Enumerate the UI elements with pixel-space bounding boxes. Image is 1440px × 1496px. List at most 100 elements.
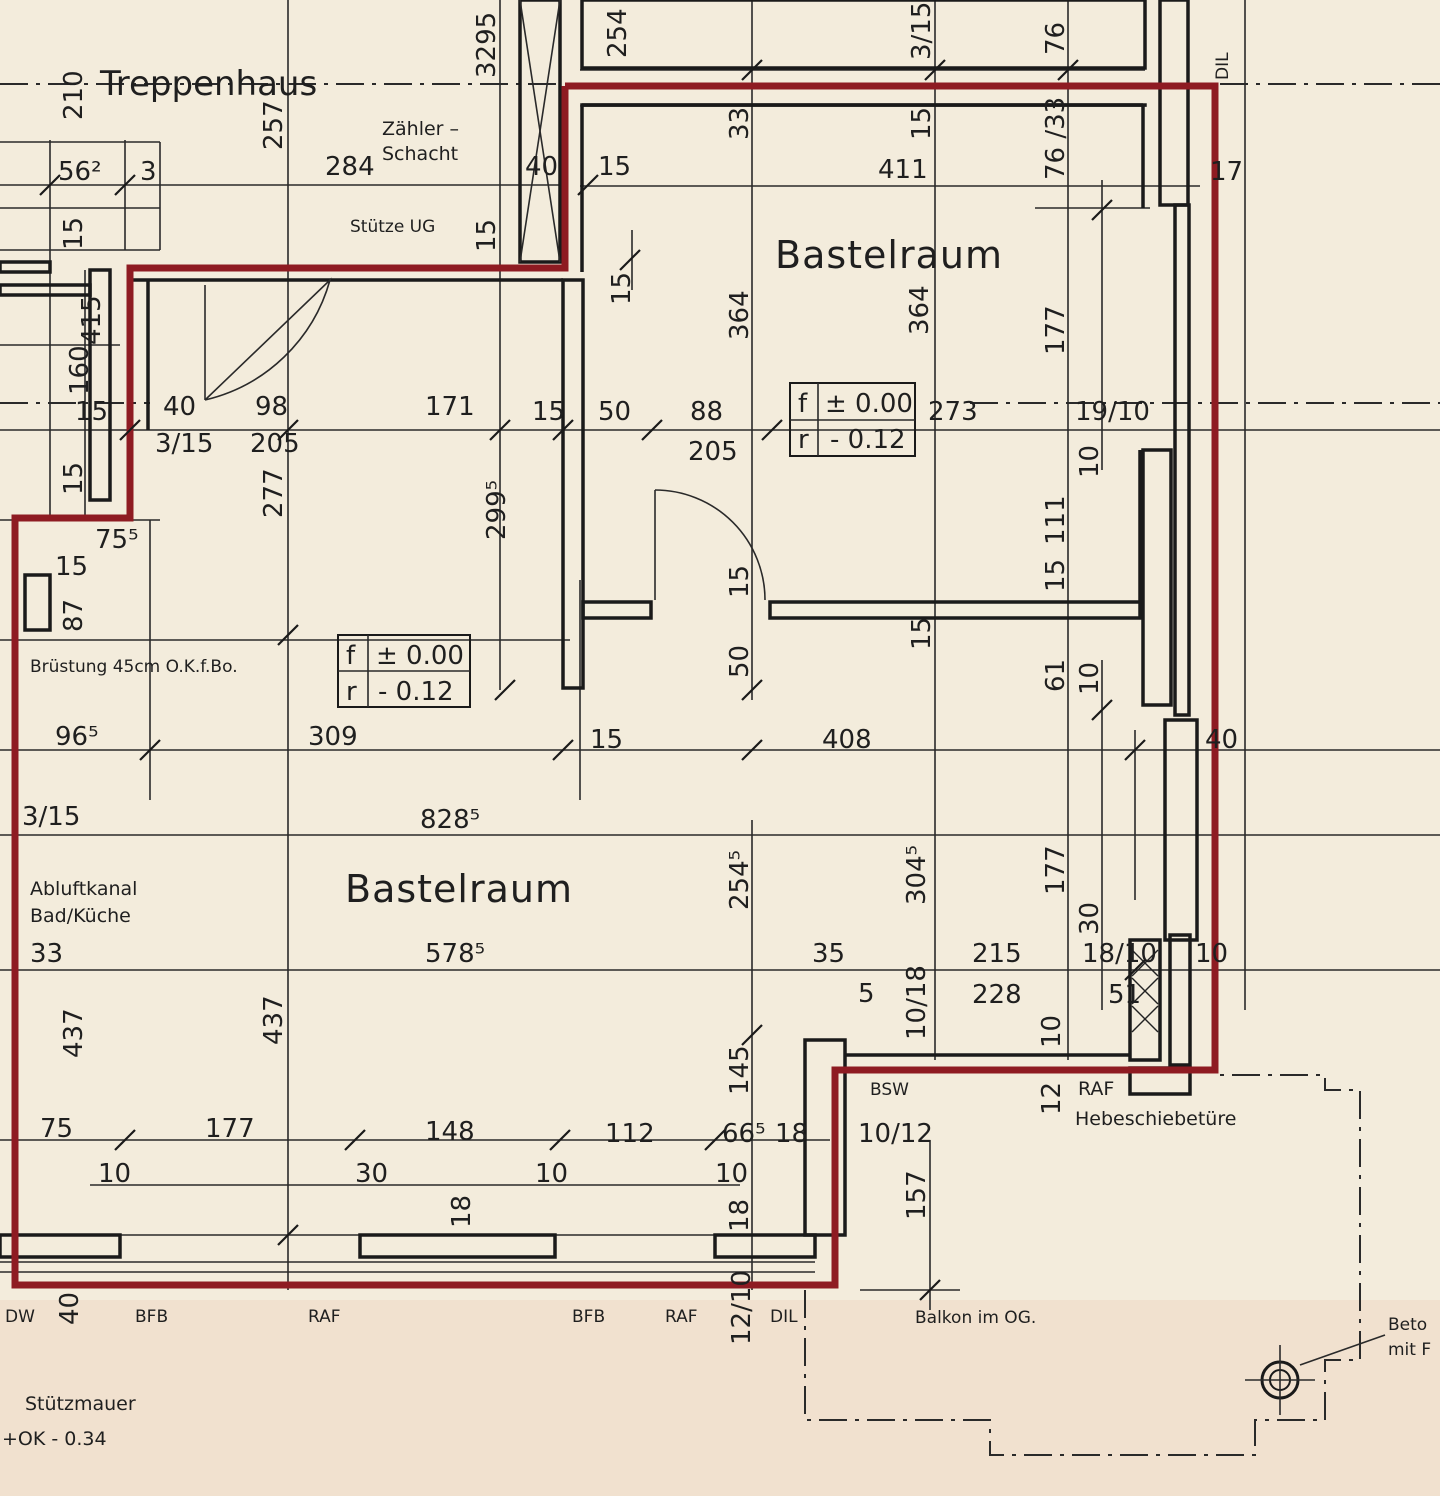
dim-label: 148 (425, 1117, 475, 1147)
dim-label: 157 (902, 1170, 932, 1220)
dim-label: 10 (535, 1159, 568, 1189)
dim-label: 177 (1041, 305, 1071, 355)
dim-label: 277 (259, 468, 289, 518)
note-dw: DW (5, 1307, 35, 1327)
dim-label: 364 (725, 290, 755, 340)
dim-label: 35 (812, 939, 845, 969)
dim-label: 205 (250, 429, 300, 459)
dim-label: 33 (30, 939, 63, 969)
dim-label: 299⁵ (482, 480, 512, 540)
dim-label: 15 (75, 397, 108, 427)
dim-label: 76 (1041, 22, 1071, 55)
dim-label: 12/10 (727, 1270, 757, 1345)
red-perimeter (11, 82, 1219, 1289)
dim-label: 18/10 (1082, 939, 1157, 969)
level-upper-r-value: - 0.12 (830, 425, 906, 455)
note-schacht: Schacht (382, 143, 458, 165)
dim-label: 205 (688, 437, 738, 467)
note-raf-2: RAF (665, 1307, 698, 1327)
dim-label: 10 (1195, 939, 1228, 969)
dim-label: 30 (1075, 902, 1105, 935)
level-lower-f-value: ± 0.00 (376, 641, 464, 671)
note-bruestung: Brüstung 45cm O.K.f.Bo. (30, 657, 238, 677)
dim-label: 437 (259, 995, 289, 1045)
note-dil-bottom: DIL (770, 1307, 798, 1327)
dim-label: 88 (690, 397, 723, 427)
level-lower-r-value: - 0.12 (378, 677, 454, 707)
dim-label: 15 (532, 397, 565, 427)
note-bsw: BSW (870, 1080, 909, 1100)
dim-label: 98 (255, 392, 288, 422)
level-upper-r-label: r (798, 425, 809, 455)
balcony-outline (804, 1074, 1361, 1456)
dim-label: 3 (140, 157, 157, 187)
dim-label: 309 (308, 722, 358, 752)
note-mit: mit F (1388, 1340, 1431, 1360)
note-bfb-2: BFB (572, 1307, 605, 1327)
dim-label: 437 (59, 1008, 89, 1058)
dim-label: 17 (1210, 157, 1243, 187)
note-abluft-1: Abluftkanal (30, 878, 137, 900)
dim-label: 87 (59, 599, 89, 632)
dim-label: 12 (1037, 1082, 1067, 1115)
level-lower-r-label: r (346, 677, 357, 707)
dim-label: 76 /33 (1041, 97, 1071, 180)
dim-label: 254⁵ (725, 850, 755, 910)
dim-label: 40 (1205, 725, 1238, 755)
dim-label: 411 (878, 155, 928, 185)
dim-label: 10 (1075, 445, 1105, 478)
dim-label: 3/15 (155, 429, 213, 459)
dim-label: 10 (98, 1159, 131, 1189)
paper-shade (0, 1300, 1440, 1496)
note-dil-top: DIL (1213, 52, 1233, 80)
level-box-lower (337, 634, 471, 708)
note-hebeschiebetuere: Hebeschiebetüre (1075, 1108, 1236, 1130)
dim-label: 18 (775, 1119, 808, 1149)
dim-label: 273 (928, 397, 978, 427)
dim-label: 15 (1041, 559, 1071, 592)
dim-label: 257 (259, 100, 289, 150)
dim-label: 40 (525, 152, 558, 182)
dim-label: 19/10 (1075, 397, 1150, 427)
dim-label: 15 (590, 725, 623, 755)
dim-label: 15 (472, 219, 502, 252)
level-box-upper (789, 382, 916, 457)
dim-label: 10 (715, 1159, 748, 1189)
dim-label: 215 (972, 939, 1022, 969)
dim-label: 304⁵ (902, 845, 932, 905)
dim-label: 284 (325, 152, 375, 182)
dim-label: 10 (1075, 662, 1105, 695)
note-balkon: Balkon im OG. (915, 1308, 1036, 1328)
dim-label: 5 (858, 979, 875, 1009)
dim-label: 50 (598, 397, 631, 427)
room-label-bastelraum-upper: Bastelraum (775, 233, 1003, 277)
note-abluft-2: Bad/Küche (30, 905, 131, 927)
dim-label: 364 (905, 285, 935, 335)
dim-label: 160 (65, 345, 95, 395)
note-bfb-1: BFB (135, 1307, 168, 1327)
dim-label: 75⁵ (95, 525, 139, 555)
dim-label: 228 (972, 980, 1022, 1010)
note-raf-door: RAF (1078, 1078, 1114, 1100)
dim-label: 408 (822, 725, 872, 755)
level-upper-f-value: ± 0.00 (825, 389, 913, 419)
dim-label: 15 (59, 462, 89, 495)
note-zaehler: Zähler – (382, 118, 459, 140)
dim-label: 578⁵ (425, 939, 485, 969)
dim-label: 15 (725, 565, 755, 598)
dim-label: 254 (603, 8, 633, 58)
column-symbol (1245, 1334, 1386, 1415)
dim-label: 111 (1041, 495, 1071, 545)
dim-label: 66⁵ (722, 1119, 766, 1149)
dim-label: 18 (725, 1199, 755, 1232)
dim-label: 56² (58, 157, 102, 187)
dim-label: 15 (607, 272, 637, 305)
level-upper-f-label: f (798, 389, 808, 419)
dim-label: 15 (907, 107, 937, 140)
dim-label: 75 (40, 1114, 73, 1144)
dim-label: 96⁵ (55, 722, 99, 752)
dim-label: 171 (425, 392, 475, 422)
dim-label: 828⁵ (420, 805, 480, 835)
note-stuetzmauer: Stützmauer (25, 1393, 136, 1415)
